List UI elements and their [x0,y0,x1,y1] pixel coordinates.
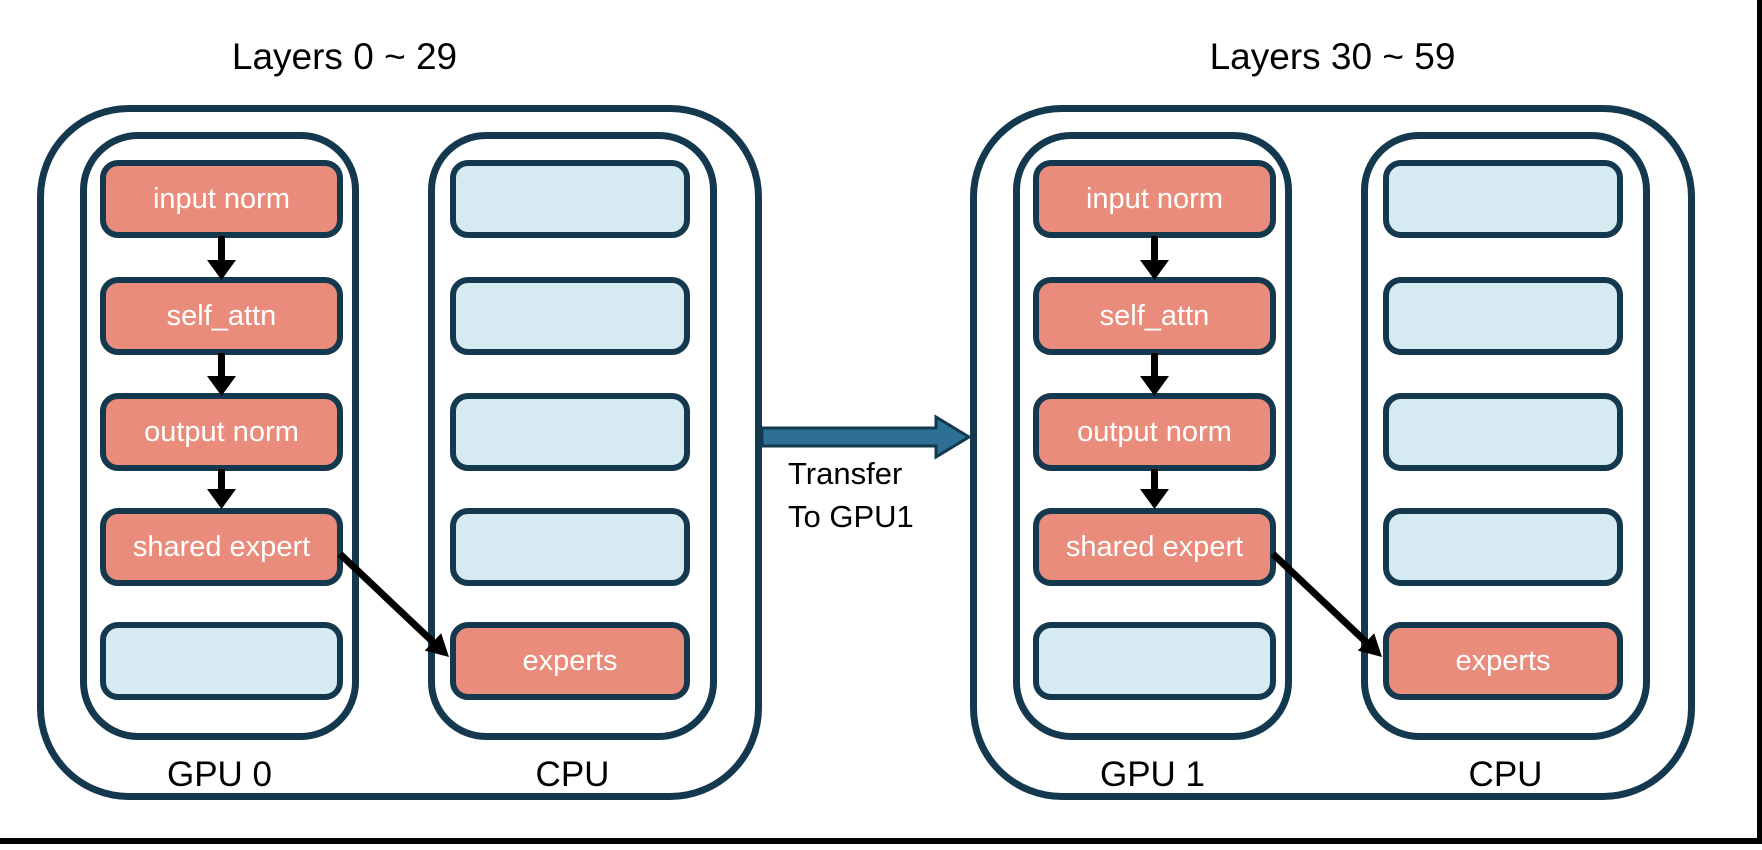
cpu-frame [428,132,717,740]
cpu-box-empty [1383,393,1623,471]
gpu-box-output-norm: output norm [100,393,343,471]
cpu-box-empty [1383,277,1623,355]
gpu-box-empty [100,622,343,700]
gpu-box-empty [1033,622,1276,700]
gpu-box-self-attn: self_attn [1033,277,1276,355]
group-title: Layers 30 ~ 59 [1209,36,1456,77]
cpu-box-empty [1383,508,1623,586]
gpu-label: GPU 0 [166,755,273,794]
cpu-label: CPU [1468,755,1543,794]
cpu-box-experts: experts [450,622,690,700]
cpu-box-empty [450,393,690,471]
transfer-label: Transfer To GPU1 [788,452,914,538]
layer-group-frame [970,105,1695,800]
transfer-label-line1: Transfer [788,456,903,491]
layer-group-30-59: Layers 30 ~ 59 input norm self_attn outp… [970,36,1695,800]
cpu-box-empty [450,277,690,355]
canvas-right-edge [1757,0,1762,844]
transfer-label-line2: To GPU1 [788,499,914,534]
cpu-box-empty [450,508,690,586]
cpu-box-empty [450,160,690,238]
cpu-box-experts: experts [1383,622,1623,700]
group-title: Layers 0 ~ 29 [231,36,458,77]
gpu-box-input-norm: input norm [100,160,343,238]
cpu-label: CPU [535,755,610,794]
gpu-box-self-attn: self_attn [100,277,343,355]
gpu-box-shared-expert: shared expert [1033,508,1276,586]
cpu-frame [1361,132,1650,740]
layer-group-0-29: Layers 0 ~ 29 input norm self_attn outpu… [37,36,762,800]
gpu0-frame [80,132,359,740]
canvas-bottom-edge [0,838,1762,844]
gpu-label: GPU 1 [1099,755,1206,794]
gpu1-frame [1013,132,1292,740]
gpu-box-shared-expert: shared expert [100,508,343,586]
layer-group-frame [37,105,762,800]
gpu-box-output-norm: output norm [1033,393,1276,471]
gpu-box-input-norm: input norm [1033,160,1276,238]
cpu-box-empty [1383,160,1623,238]
